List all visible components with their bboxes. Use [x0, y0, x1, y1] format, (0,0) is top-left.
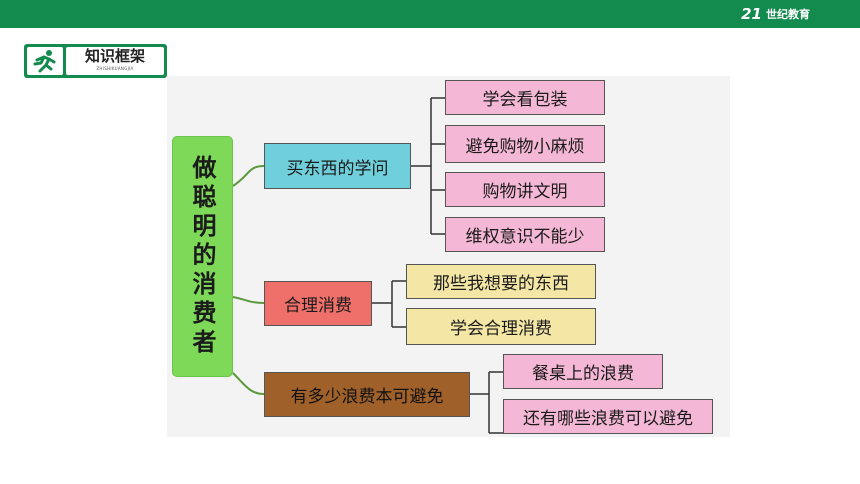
link-branch-1-leaves [411, 97, 445, 235]
mindmap-branch-2: 合理消费 [264, 281, 372, 326]
section-badge: 知识框架 ZHISHIKUANGJIA [24, 44, 167, 78]
mindmap-leaf: 还有哪些浪费可以避免 [503, 399, 713, 434]
mindmap-branch-1: 买东西的学问 [264, 143, 411, 189]
section-title: 知识框架 ZHISHIKUANGJIA [66, 47, 164, 75]
mindmap-leaf: 餐桌上的浪费 [503, 354, 663, 389]
brand-mark: 21 [741, 5, 762, 23]
mindmap-leaf: 学会合理消费 [406, 308, 596, 345]
brand-logo: 21 世纪教育 [741, 5, 810, 23]
link-branch-3-leaves [470, 371, 503, 434]
top-bar: 21 世纪教育 [0, 0, 860, 28]
brand-text: 世纪教育 [766, 8, 810, 21]
link-root-branch-3 [232, 372, 265, 395]
mindmap-branch-3: 有多少浪费本可避免 [264, 372, 470, 417]
link-branch-2-leaves [372, 280, 406, 328]
mindmap-leaf: 学会看包装 [445, 80, 605, 115]
mindmap-leaf: 购物讲文明 [445, 172, 605, 207]
section-title-text: 知识框架 [84, 47, 145, 65]
mindmap-root: 做聪明的消费者 [172, 136, 233, 377]
mindmap-leaf: 避免购物小麻烦 [445, 125, 605, 163]
running-person-icon [27, 47, 63, 75]
link-root-branch-1 [232, 165, 265, 187]
mindmap-leaf: 维权意识不能少 [445, 217, 605, 252]
mindmap-leaf: 那些我想要的东西 [406, 264, 596, 299]
link-root-branch-2 [232, 296, 265, 304]
section-subtitle-text: ZHISHIKUANGJIA [96, 66, 134, 71]
